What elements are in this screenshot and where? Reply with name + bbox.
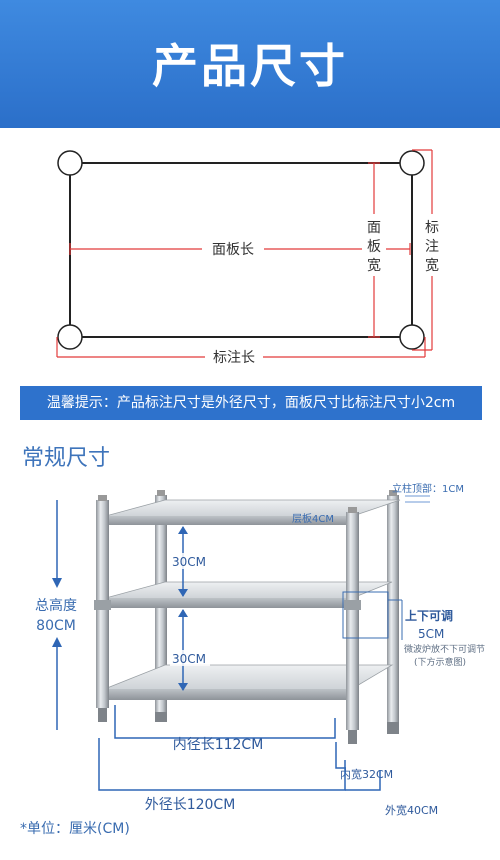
outer-length-bracket — [98, 738, 346, 791]
panel-top-view: 面板长 面 板 宽 标 注 宽 标注长 — [56, 149, 444, 368]
gap-upper-label: 30CM — [172, 555, 206, 569]
back-post — [387, 495, 399, 730]
corner-post-icon — [57, 324, 83, 350]
corner-post-icon — [399, 324, 425, 350]
shelf-thickness-label: 层板4CM — [292, 512, 334, 525]
corner-post-icon — [399, 150, 425, 176]
adjust-callout-box — [342, 591, 389, 639]
foot — [155, 712, 167, 722]
foot — [348, 730, 357, 744]
marked-length-label: 标注长 — [213, 350, 255, 366]
inner-width-bracket — [335, 742, 346, 769]
total-height-value: 80CM — [36, 618, 76, 634]
panel-width-char: 板 — [367, 239, 381, 255]
pillar-top-label: 立柱顶部：1CM — [392, 482, 464, 495]
section-title: 常规尺寸 — [22, 446, 111, 471]
inner-length-label: 内径长112CM — [173, 737, 264, 753]
outer-width-label: 外宽40CM — [385, 803, 438, 817]
shelf-rack — [94, 490, 401, 744]
marked-width-char: 宽 — [425, 257, 439, 274]
marked-width-char: 注 — [425, 239, 439, 255]
shelf-middle-front — [102, 599, 350, 608]
outer-width-bracket — [345, 770, 381, 791]
adjust-title: 上下可调 — [405, 608, 453, 623]
foot — [387, 722, 399, 734]
adjust-note: 微波炉放不下可调节 — [404, 643, 485, 655]
header-banner: 产品尺寸 — [0, 0, 500, 128]
panel-width-char: 宽 — [367, 257, 381, 274]
front-post — [346, 512, 359, 730]
panel-length-label: 面板长 — [212, 242, 254, 258]
page-title: 产品尺寸 — [152, 39, 348, 93]
adjust-value: 5CM — [418, 627, 444, 641]
shelf-top-front — [102, 517, 350, 525]
corner-post-icon — [57, 150, 83, 176]
panel-width-char: 面 — [367, 220, 381, 236]
gap-lower-label: 30CM — [172, 652, 206, 666]
foot — [98, 708, 107, 722]
shelf-bottom-front — [102, 690, 350, 700]
tip-bar: 温馨提示：产品标注尺寸是外径尺寸，面板尺寸比标注尺寸小2cm — [20, 386, 482, 420]
marked-width-char: 标 — [425, 220, 439, 236]
total-height-label: 总高度 — [35, 597, 77, 614]
unit-footnote: *单位：厘米(CM) — [20, 821, 130, 837]
inner-length-bracket — [114, 705, 336, 739]
outer-length-label: 外径长120CM — [145, 797, 236, 813]
inner-width-label: 内宽32CM — [340, 767, 393, 781]
adjust-note: (下方示意图) — [414, 656, 466, 668]
